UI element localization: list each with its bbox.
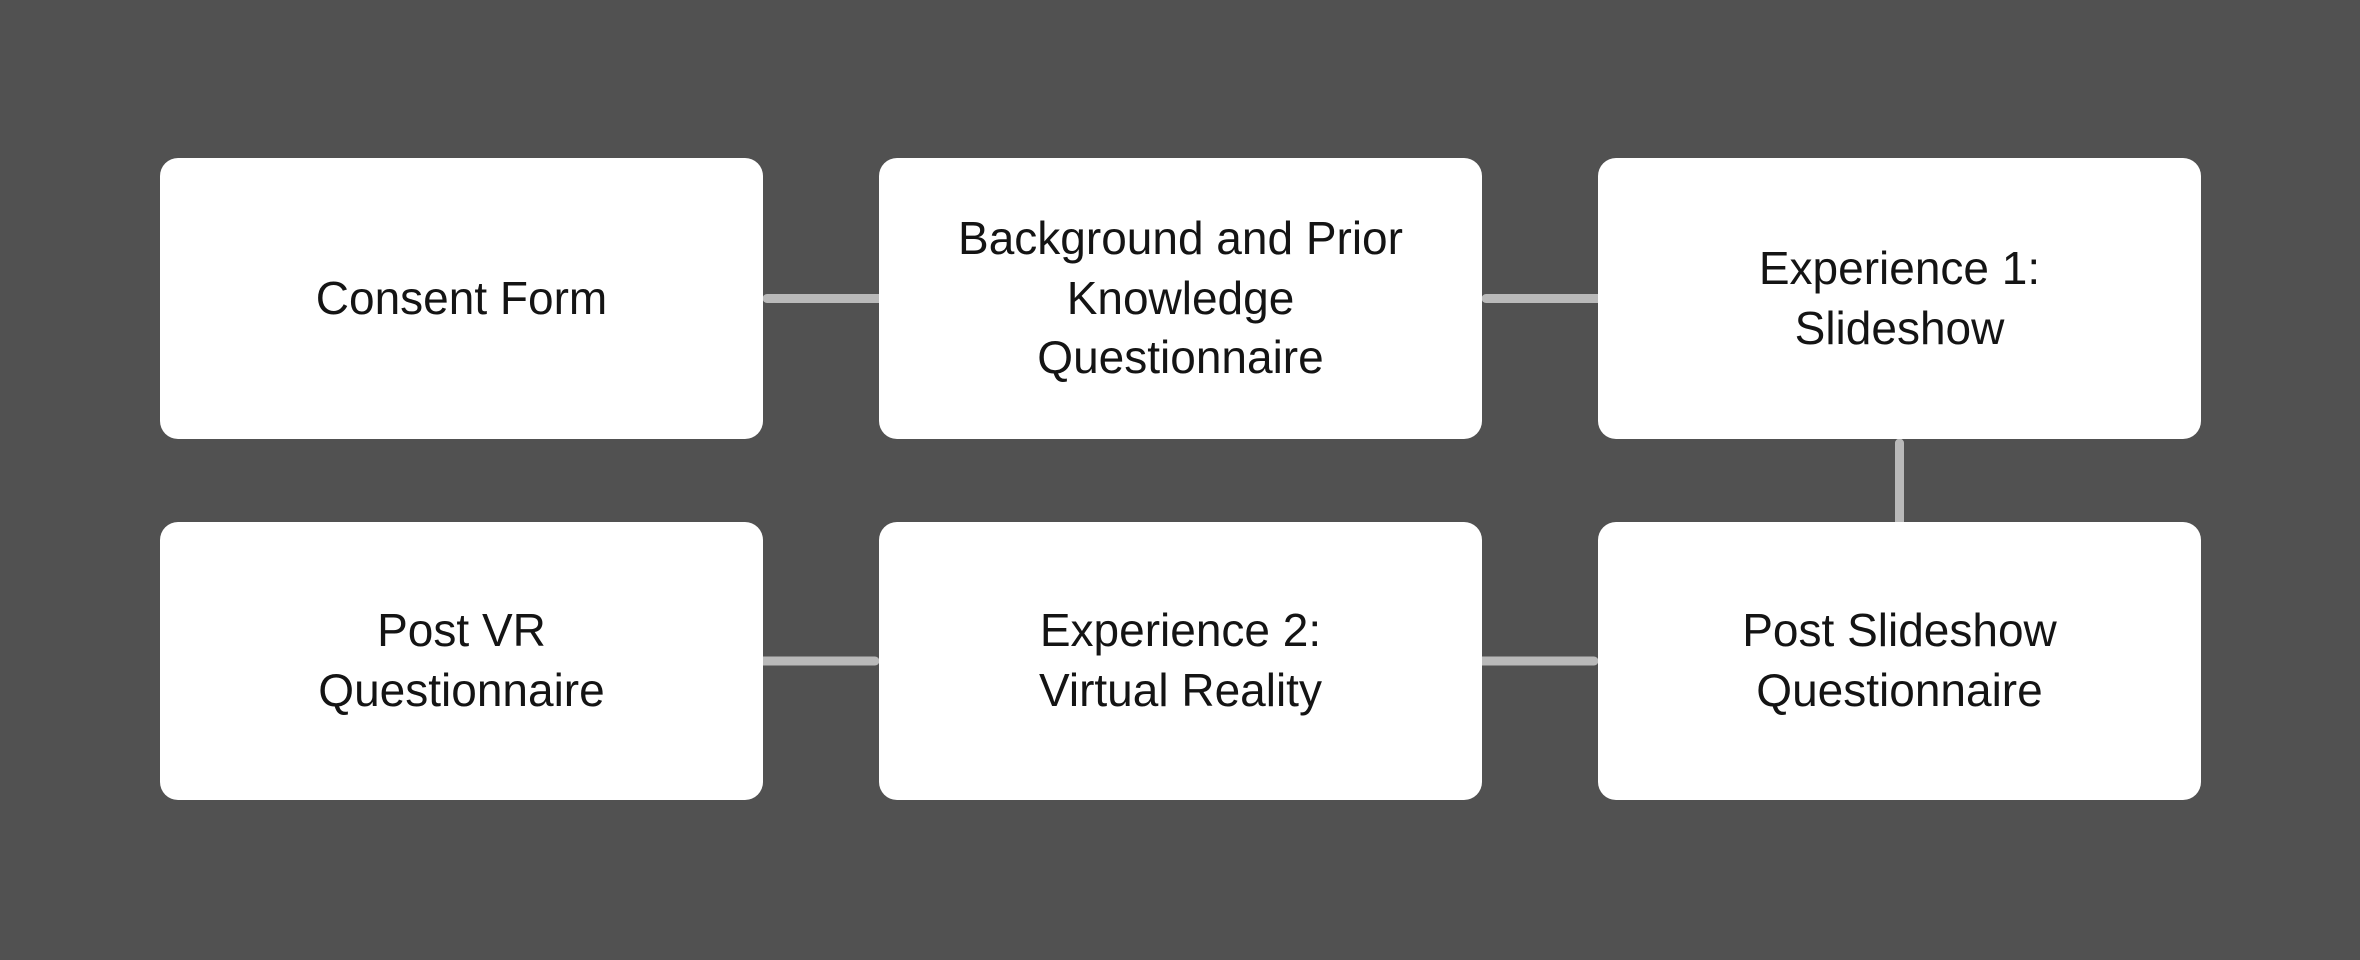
- flow-node-experience-2-virtual-reality: Experience 2: Virtual Reality: [879, 522, 1482, 800]
- flow-node-background-prior-knowledge-questionnaire: Background and Prior Knowledge Questionn…: [879, 158, 1482, 439]
- flow-node-consent-form-label: Consent Form: [315, 271, 608, 324]
- flow-node-experience-2-virtual-reality-label: Experience 2: Virtual Reality: [1039, 604, 1322, 716]
- flow-node-consent-form: Consent Form: [160, 158, 763, 439]
- flow-node-post-slideshow-questionnaire-label: Post Slideshow Questionnaire: [1742, 604, 2057, 716]
- flow-node-post-vr-questionnaire: Post VR Questionnaire: [160, 522, 763, 800]
- flow-node-post-slideshow-questionnaire: Post Slideshow Questionnaire: [1598, 522, 2201, 800]
- flow-node-experience-1-slideshow: Experience 1: Slideshow: [1598, 158, 2201, 439]
- flow-node-post-vr-questionnaire-label: Post VR Questionnaire: [318, 604, 605, 716]
- flow-node-experience-1-slideshow-label: Experience 1: Slideshow: [1758, 241, 2041, 354]
- flow-node-background-prior-knowledge-questionnaire-label: Background and Prior Knowledge Questionn…: [958, 211, 1403, 384]
